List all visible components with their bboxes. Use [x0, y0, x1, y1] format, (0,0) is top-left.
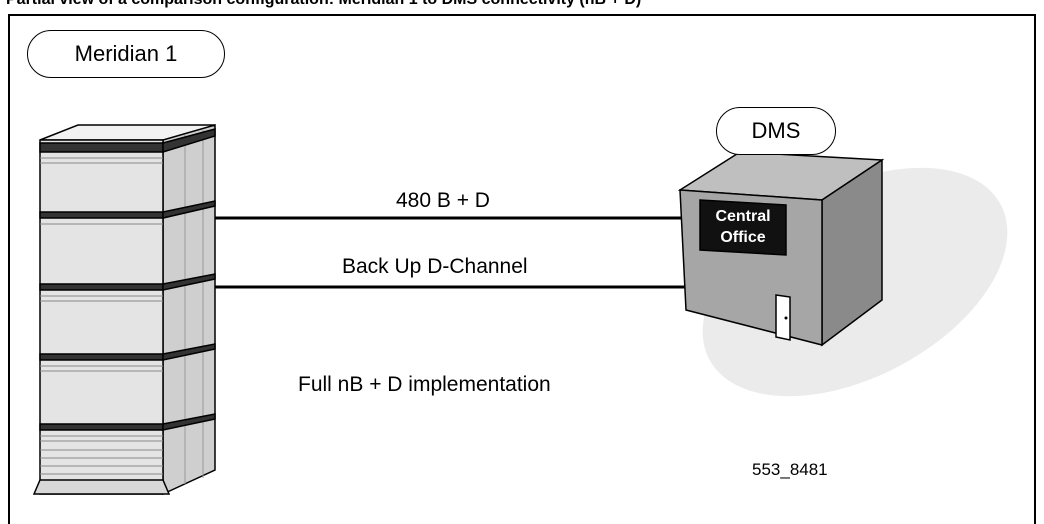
primary-link-label: 480 B + D [396, 189, 490, 212]
meridian-cabinet [32, 124, 216, 496]
backup-link-label: Back Up D-Channel [342, 255, 528, 278]
meridian-label-text: Meridian 1 [74, 41, 178, 66]
figure-id: 553_8481 [752, 460, 828, 479]
meridian-label: Meridian 1 [27, 30, 225, 78]
dms-label-text: DMS [751, 118, 801, 143]
sign-line-1: Central [715, 208, 771, 225]
sign-line-2: Office [720, 229, 766, 246]
implementation-note: Full nB + D implementation [298, 373, 551, 396]
central-office-building [677, 151, 885, 347]
dms-label: DMS [716, 107, 836, 155]
figure-frame [8, 14, 1036, 524]
figure-caption: Partial view of a comparison configurati… [6, 0, 641, 9]
central-office-sign: Central Office [701, 206, 785, 248]
